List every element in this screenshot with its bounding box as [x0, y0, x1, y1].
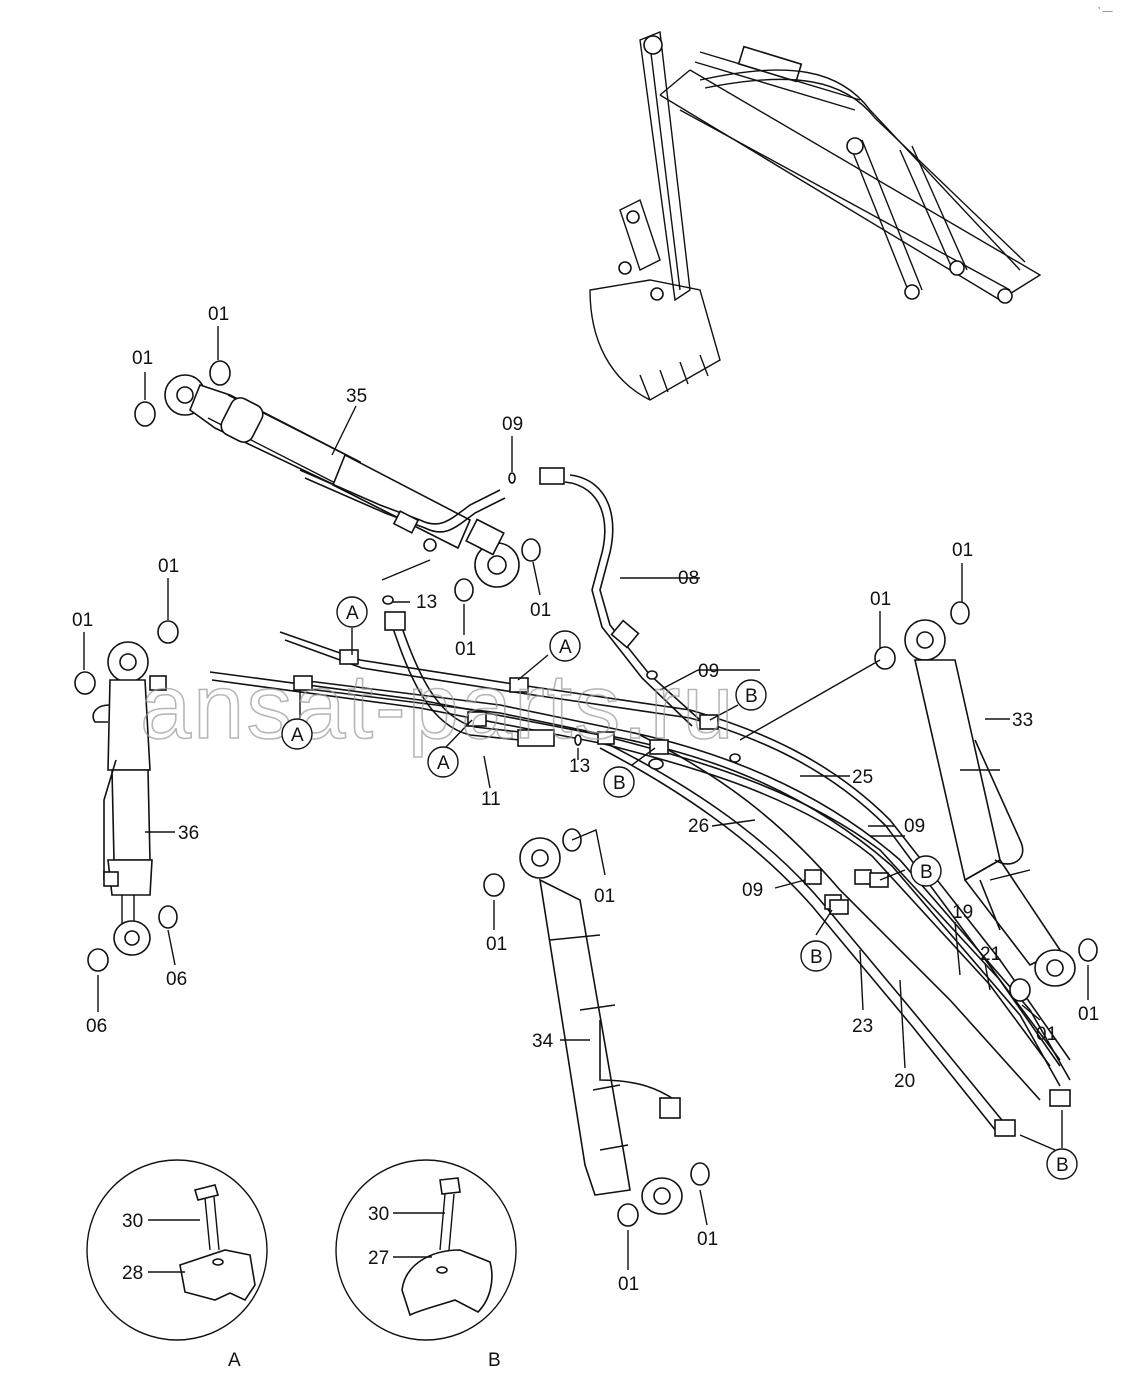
marker-a: A	[291, 725, 304, 746]
clamp-markers: A A A A B B B B B	[281, 596, 1078, 1180]
callout-01: 01	[530, 600, 551, 621]
callout-labels: 01 01 35 09 01 01 13 08 01 01 36 06 06 1…	[72, 304, 1099, 1295]
callout-09: 09	[502, 414, 523, 435]
cylinder-36	[92, 641, 167, 956]
detail-a-clamp-label: 28	[122, 1263, 143, 1284]
detail-b-caption: B	[488, 1350, 501, 1371]
detail-view-a: 30 28 A	[86, 1159, 268, 1371]
callout-20: 20	[894, 1071, 915, 1092]
marker-b: B	[1056, 1155, 1069, 1176]
callout-01: 01	[208, 304, 229, 325]
marker-b: B	[810, 947, 823, 968]
callout-21: 21	[980, 944, 1001, 965]
callout-01: 01	[455, 639, 476, 660]
callout-01: 01	[1078, 1004, 1099, 1025]
cylinder-35	[164, 374, 520, 588]
marker-a: A	[559, 637, 572, 658]
callout-08: 08	[678, 568, 699, 589]
leader-lines	[83, 326, 1089, 1270]
callout-13: 13	[569, 756, 590, 777]
callout-26: 26	[688, 816, 709, 837]
callout-01: 01	[486, 934, 507, 955]
callout-01: 01	[158, 556, 179, 577]
callout-13: 13	[416, 592, 437, 613]
detail-b-bolt-label: 30	[368, 1204, 389, 1225]
excavator-front-overview	[589, 31, 1042, 401]
callout-09: 09	[904, 816, 925, 837]
callout-01: 01	[594, 886, 615, 907]
watermark: ansat-parts.ru	[140, 656, 736, 758]
callout-06: 06	[86, 1016, 107, 1037]
corner-mark: ’ —	[1098, 6, 1113, 17]
marker-b: B	[920, 862, 933, 883]
callout-01: 01	[132, 348, 153, 369]
detail-b-clamp-label: 27	[368, 1248, 389, 1269]
callout-36: 36	[178, 823, 199, 844]
cylinder-33	[904, 619, 1076, 987]
callout-06: 06	[166, 969, 187, 990]
callout-23: 23	[852, 1016, 873, 1037]
cylinder-34	[519, 837, 683, 1215]
washers	[74, 360, 1098, 1227]
callout-09: 09	[742, 880, 763, 901]
callout-11: 11	[481, 789, 501, 810]
marker-b: B	[613, 773, 626, 794]
callout-01: 01	[697, 1229, 718, 1250]
marker-b: B	[745, 686, 758, 707]
callout-01: 01	[1036, 1024, 1057, 1045]
callout-01: 01	[72, 610, 93, 631]
callout-09: 09	[698, 661, 719, 682]
callout-19: 19	[952, 902, 973, 923]
callout-34: 34	[532, 1031, 554, 1052]
callout-01: 01	[952, 540, 973, 561]
pipe-lines	[209, 467, 1071, 1137]
detail-view-b: 30 27 B	[335, 1159, 517, 1371]
callout-33: 33	[1012, 710, 1033, 731]
callout-35: 35	[346, 386, 367, 407]
marker-a: A	[437, 753, 450, 774]
callout-01: 01	[618, 1274, 639, 1295]
callout-25: 25	[852, 767, 873, 788]
detail-a-bolt-label: 30	[122, 1211, 143, 1232]
callout-01: 01	[870, 589, 891, 610]
marker-a: A	[346, 603, 359, 624]
detail-a-caption: A	[228, 1350, 241, 1371]
